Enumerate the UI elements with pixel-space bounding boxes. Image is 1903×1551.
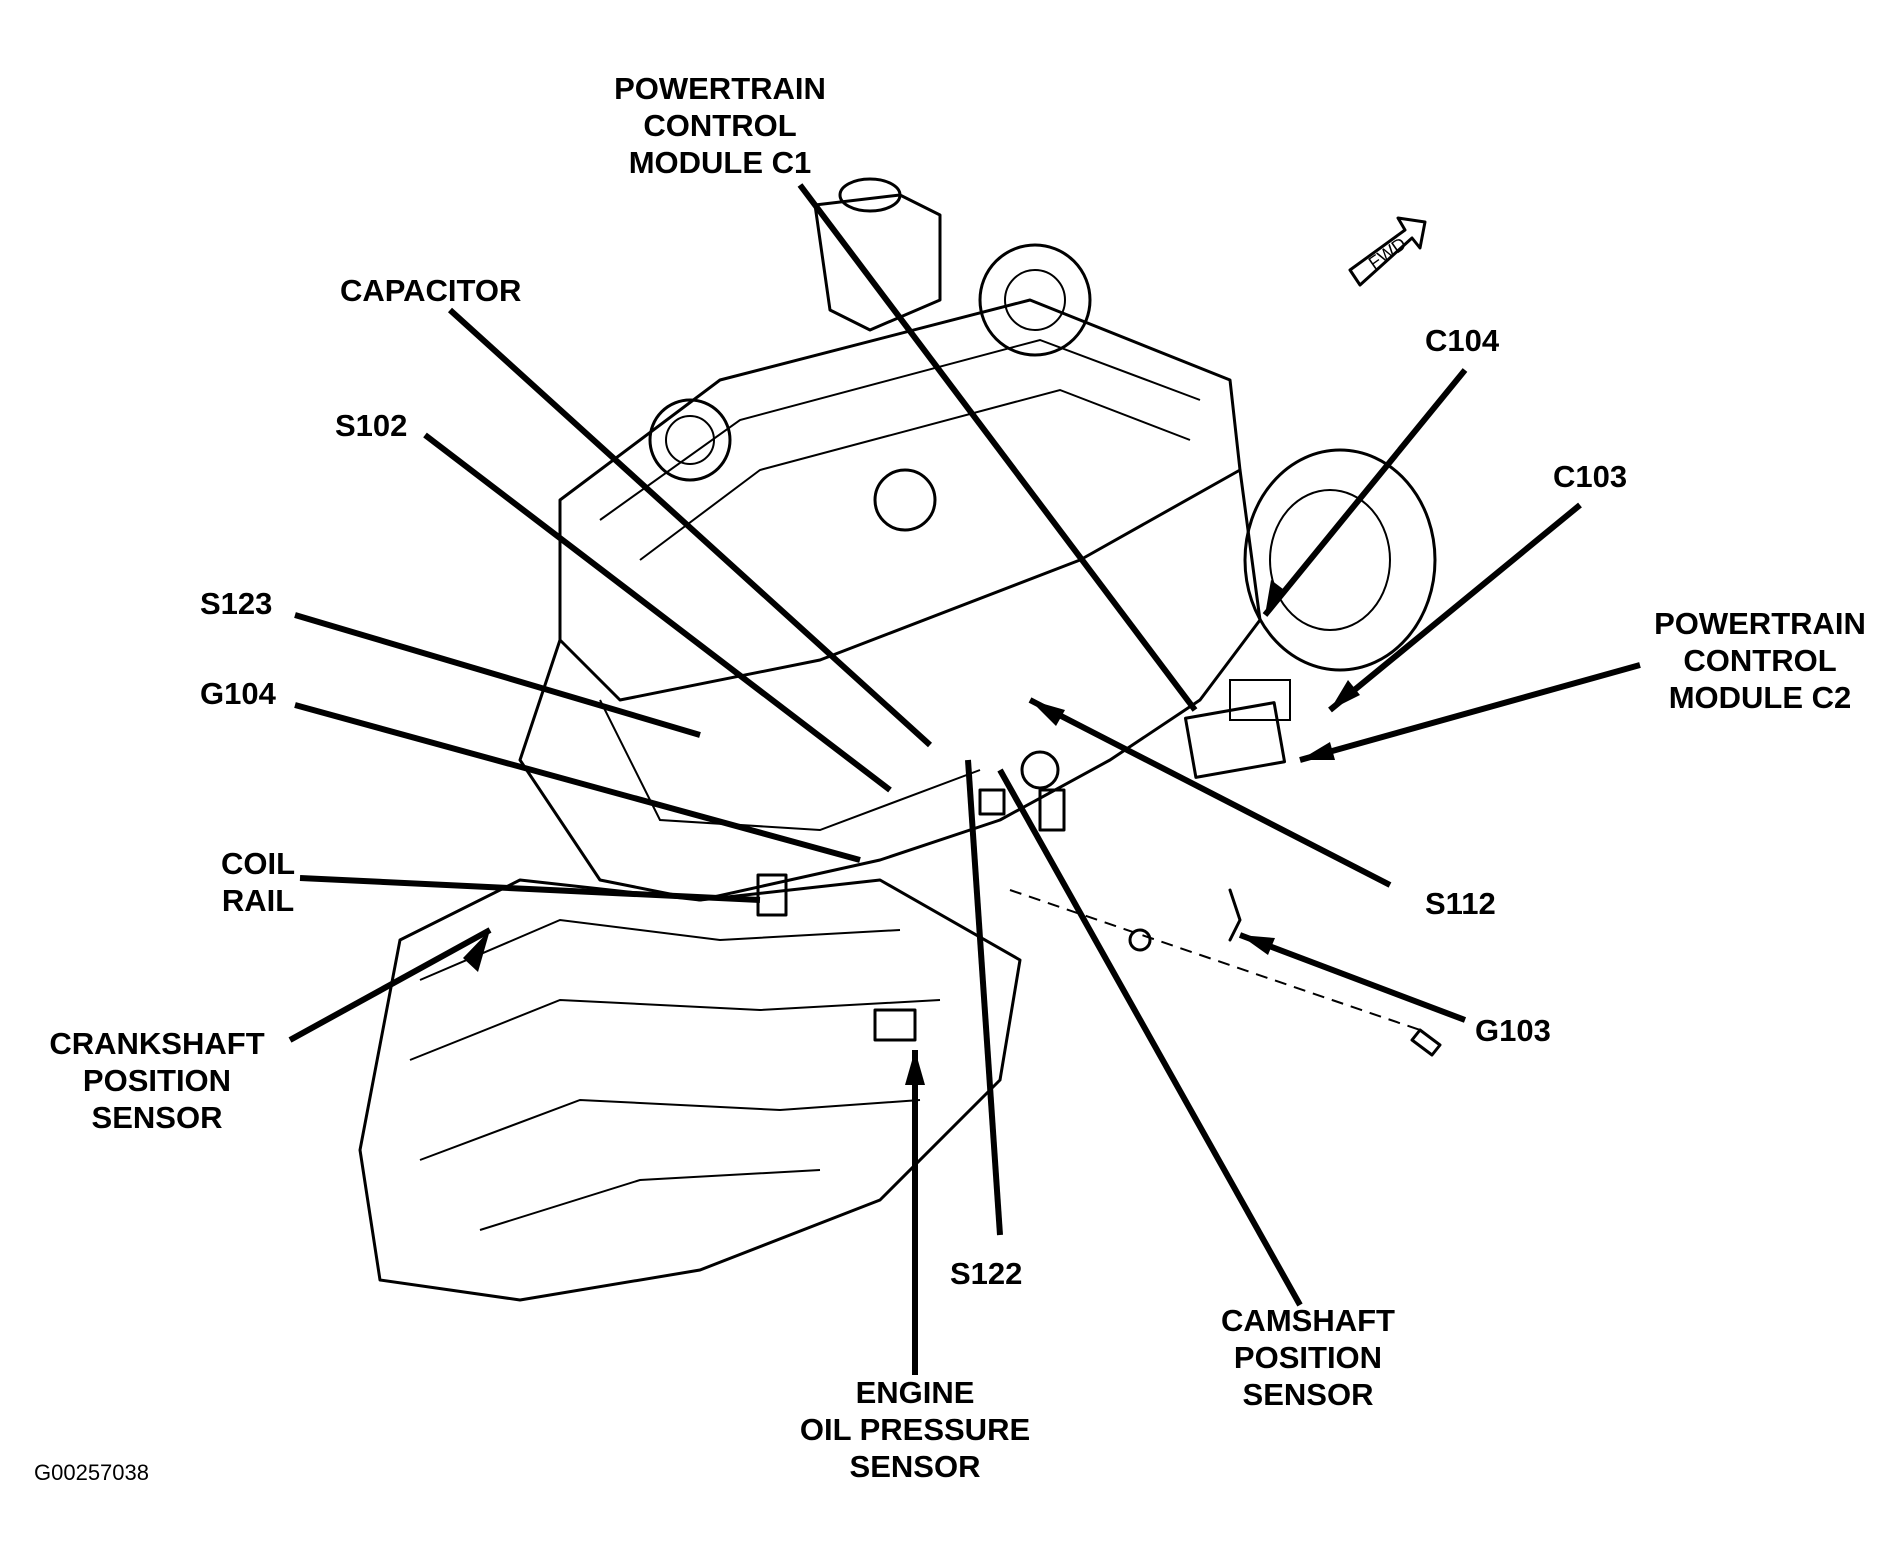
leader-c103 — [1328, 502, 1582, 713]
arrowhead-c104 — [1265, 580, 1287, 615]
label-coil-rail: COIL RAIL — [220, 846, 296, 918]
label-pcm-c2: POWERTRAIN CONTROL MODULE C2 — [1654, 606, 1866, 715]
arrowhead-pcm-c2 — [1300, 742, 1335, 760]
arrowhead-g103 — [1240, 935, 1275, 955]
label-s112: S112 — [1425, 886, 1496, 921]
figure-id: G00257038 — [34, 1460, 149, 1485]
arrowhead-c103 — [1330, 680, 1360, 710]
leader-arrowheads — [463, 580, 1360, 1085]
leader-c104 — [1262, 368, 1468, 617]
leader-capacitor — [447, 307, 933, 748]
engine-illustration — [358, 177, 1442, 1302]
label-c103: C103 — [1553, 459, 1628, 494]
fwd-arrow-text: FWD — [1365, 233, 1410, 273]
leader-s102 — [423, 432, 892, 793]
label-s102: S102 — [335, 408, 408, 443]
leader-lines — [288, 183, 1641, 1375]
leader-pcm-c1 — [797, 183, 1198, 712]
leader-g104 — [294, 702, 861, 863]
label-pcm-c1: POWERTRAIN CONTROL MODULE C1 — [614, 71, 826, 180]
arrowhead-s112 — [1030, 700, 1065, 726]
label-capacitor: CAPACITOR — [340, 273, 522, 308]
arrowhead-crankshaft — [463, 930, 490, 972]
leader-s123 — [294, 612, 701, 738]
label-g103: G103 — [1475, 1013, 1551, 1048]
forward-arrow-icon: FWD — [1348, 216, 1427, 287]
label-g104: G104 — [200, 676, 276, 711]
leader-camshaft — [997, 768, 1303, 1307]
label-camshaft-position-sensor: CAMSHAFT POSITION SENSOR — [1221, 1303, 1395, 1412]
label-engine-oil-pressure-sensor: ENGINE OIL PRESSURE SENSOR — [799, 1375, 1031, 1484]
leader-coil-rail — [299, 875, 761, 903]
arrowhead-engine-oil — [905, 1050, 925, 1085]
leader-pcm-c2 — [1299, 662, 1641, 763]
leader-s112 — [1028, 697, 1392, 888]
leader-crankshaft — [288, 927, 492, 1043]
leader-g103 — [1238, 932, 1467, 1023]
leader-s122 — [965, 759, 1003, 1236]
label-crankshaft-position-sensor: CRANKSHAFT POSITION SENSOR — [49, 1026, 265, 1135]
label-s122: S122 — [950, 1256, 1023, 1291]
label-s123: S123 — [200, 586, 273, 621]
label-c104: C104 — [1425, 323, 1500, 358]
